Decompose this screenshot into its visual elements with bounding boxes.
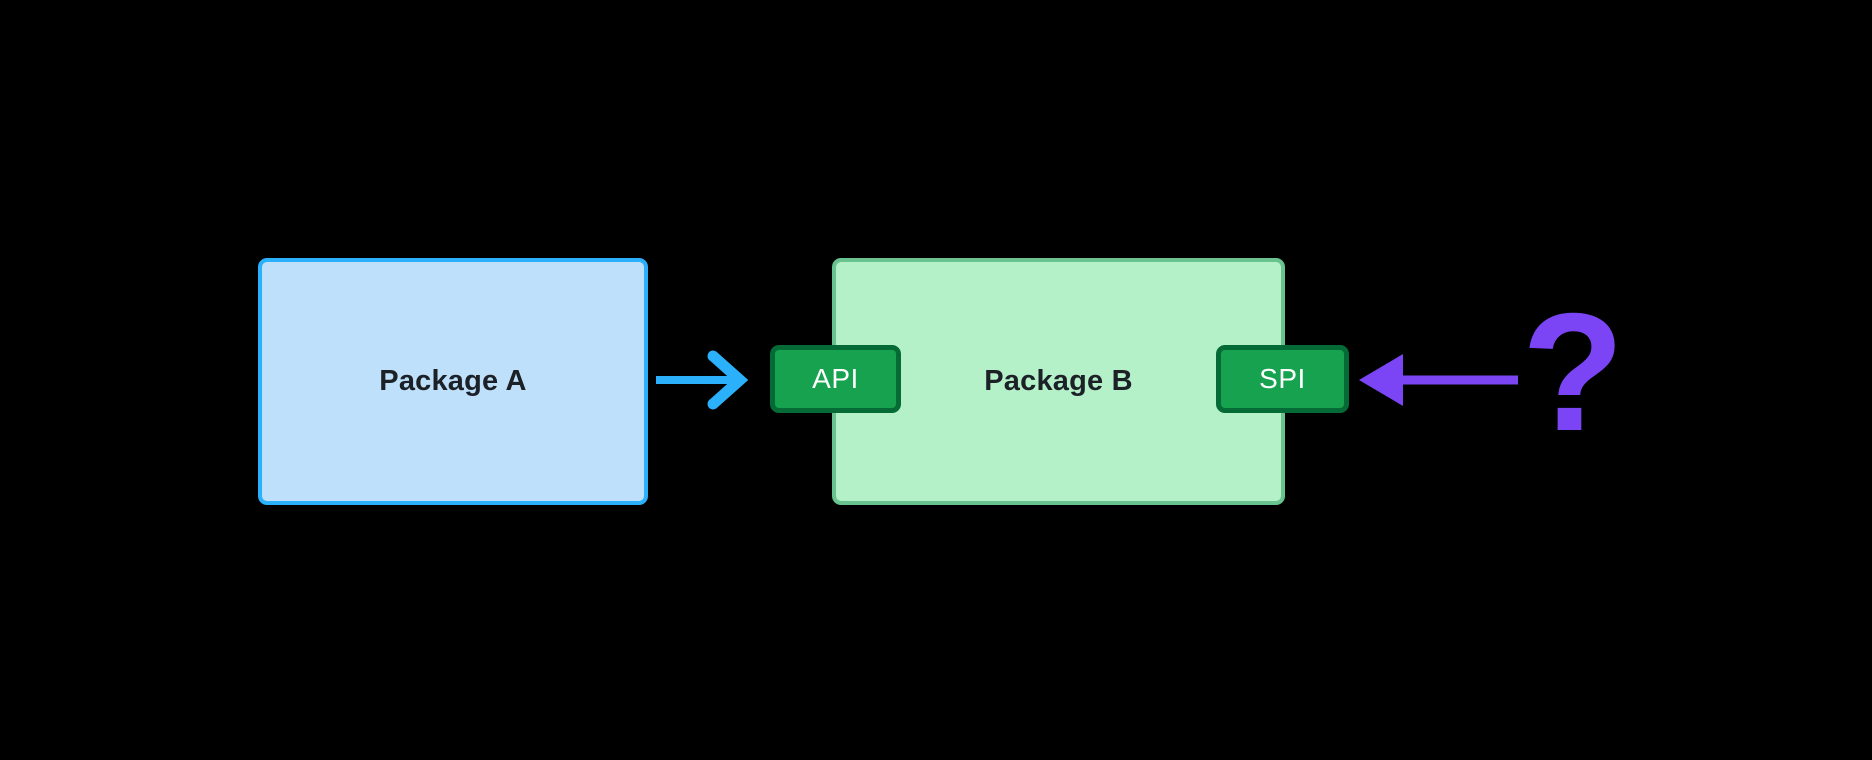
api-badge-label: API: [812, 363, 859, 394]
question-mark-icon: ?: [1521, 278, 1625, 466]
spi-badge-label: SPI: [1259, 363, 1306, 394]
arrow-head-triangle: [1359, 354, 1403, 406]
package-a-node[interactable]: Package A: [258, 258, 648, 505]
package-b-label: Package B: [984, 365, 1133, 397]
arrow-package-a-to-api-icon: [656, 350, 749, 410]
package-b-node[interactable]: Package B: [832, 258, 1285, 505]
spi-badge[interactable]: SPI: [1216, 345, 1349, 413]
arrow-unknown-to-spi-icon: [1359, 354, 1518, 406]
package-a-label: Package A: [379, 365, 527, 397]
api-badge[interactable]: API: [770, 345, 901, 413]
arrow-head-chevron: [707, 350, 749, 410]
